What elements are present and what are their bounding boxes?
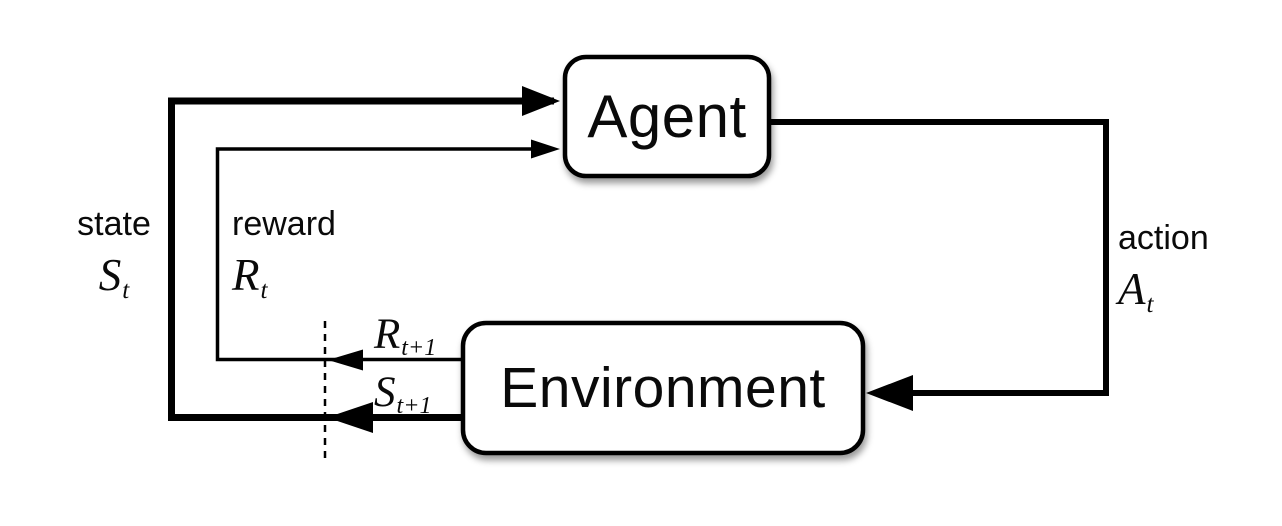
- action-word: action: [1118, 219, 1209, 257]
- state-arrowhead-into-agent: [522, 86, 560, 116]
- environment-label-text: Environment: [500, 356, 826, 420]
- action-arrowhead-into-environment: [866, 375, 913, 411]
- reward-symbol-base: R: [232, 250, 260, 300]
- state-symbol-subscript: t: [122, 276, 130, 304]
- next-state-base: S: [374, 369, 396, 416]
- next-state-arrowhead: [327, 402, 373, 433]
- state-symbol-base: S: [98, 250, 122, 300]
- next-reward-label: Rt+1: [374, 313, 436, 360]
- reward-symbol-subscript: t: [260, 276, 268, 304]
- next-state-subscript: t+1: [396, 393, 432, 420]
- agent-node-label: Agent: [565, 57, 769, 176]
- next-state-label: St+1: [374, 371, 431, 418]
- action-symbol-base: A: [1118, 264, 1146, 314]
- state-edge-line: [168, 97, 554, 421]
- next-reward-arrowhead: [328, 349, 363, 371]
- reward-symbol: Rt: [232, 253, 336, 303]
- action-edge-label: action At: [1118, 221, 1209, 317]
- next-reward-base: R: [374, 311, 401, 358]
- agent-label-text: Agent: [587, 83, 747, 150]
- state-word: state: [77, 205, 151, 243]
- reward-edge-label: reward Rt: [232, 207, 336, 303]
- state-edge-label: state St: [56, 207, 172, 303]
- state-symbol: St: [56, 253, 172, 303]
- environment-node-label: Environment: [463, 323, 863, 453]
- environment-box: [460, 320, 866, 456]
- action-symbol-subscript: t: [1146, 290, 1154, 318]
- action-symbol: At: [1118, 267, 1209, 317]
- reward-arrowhead-into-agent: [531, 139, 560, 159]
- agent-box: [562, 54, 772, 179]
- action-edge-line: [766, 119, 1109, 396]
- reward-word: reward: [232, 205, 336, 243]
- next-reward-subscript: t+1: [401, 335, 437, 362]
